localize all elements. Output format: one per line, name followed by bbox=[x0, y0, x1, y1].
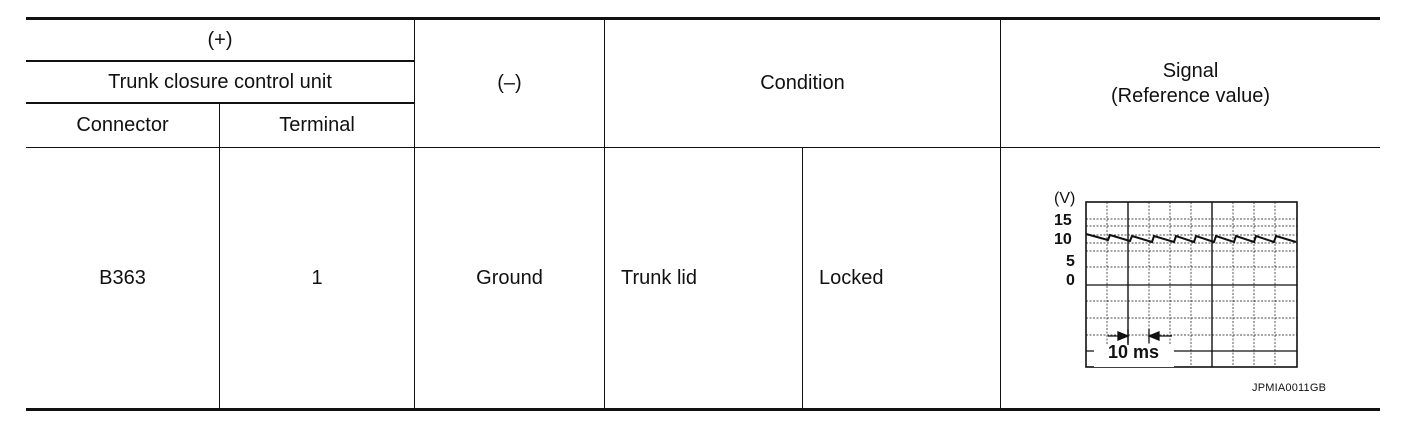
y-tick-0: 0 bbox=[1066, 272, 1075, 289]
header-signal-line2: (Reference value) bbox=[1111, 84, 1270, 107]
scope-unit-label: (V) bbox=[1054, 190, 1076, 207]
header-signal: Signal (Reference value) bbox=[1001, 20, 1380, 147]
header-minus: (–) bbox=[497, 72, 522, 94]
header-connector: Connector bbox=[76, 114, 169, 136]
col-divider-condition-state bbox=[802, 147, 803, 408]
table-top-border bbox=[26, 17, 1380, 20]
oscilloscope-grid bbox=[1085, 201, 1298, 368]
header-terminal: Terminal bbox=[279, 114, 355, 136]
y-tick-15: 15 bbox=[1054, 212, 1072, 229]
col-divider-signal bbox=[1000, 17, 1001, 408]
header-divider-unit bbox=[26, 102, 415, 104]
col-divider-condition bbox=[604, 17, 605, 408]
header-divider-plus bbox=[26, 60, 415, 62]
header-plus: (+) bbox=[207, 28, 233, 51]
header-unit-name: Trunk closure control unit bbox=[108, 70, 332, 93]
time-scale-label: 10 ms bbox=[1108, 342, 1160, 362]
row-condition-state: Locked bbox=[819, 266, 884, 289]
col-divider-terminal bbox=[219, 104, 220, 408]
row-connector: B363 bbox=[99, 266, 146, 289]
row-minus: Ground bbox=[476, 266, 543, 289]
y-tick-5: 5 bbox=[1066, 253, 1075, 270]
header-bottom-border bbox=[26, 147, 1380, 148]
waveform-trace bbox=[1085, 233, 1297, 244]
row-condition-part: Trunk lid bbox=[621, 266, 697, 289]
row-terminal: 1 bbox=[311, 266, 323, 289]
figure-code: JPMIA0011GB bbox=[1252, 382, 1327, 394]
terminal-table: (+) Trunk closure control unit Connector… bbox=[26, 17, 1380, 411]
table-bottom-border bbox=[26, 408, 1380, 411]
signal-waveform-figure: (V) 15 10 5 0 10 ms JPMIA0011GB bbox=[1034, 185, 1344, 397]
y-tick-10: 10 bbox=[1054, 231, 1072, 248]
col-divider-minus bbox=[414, 17, 415, 408]
header-condition: Condition bbox=[760, 72, 845, 94]
header-signal-line1: Signal bbox=[1162, 59, 1219, 82]
